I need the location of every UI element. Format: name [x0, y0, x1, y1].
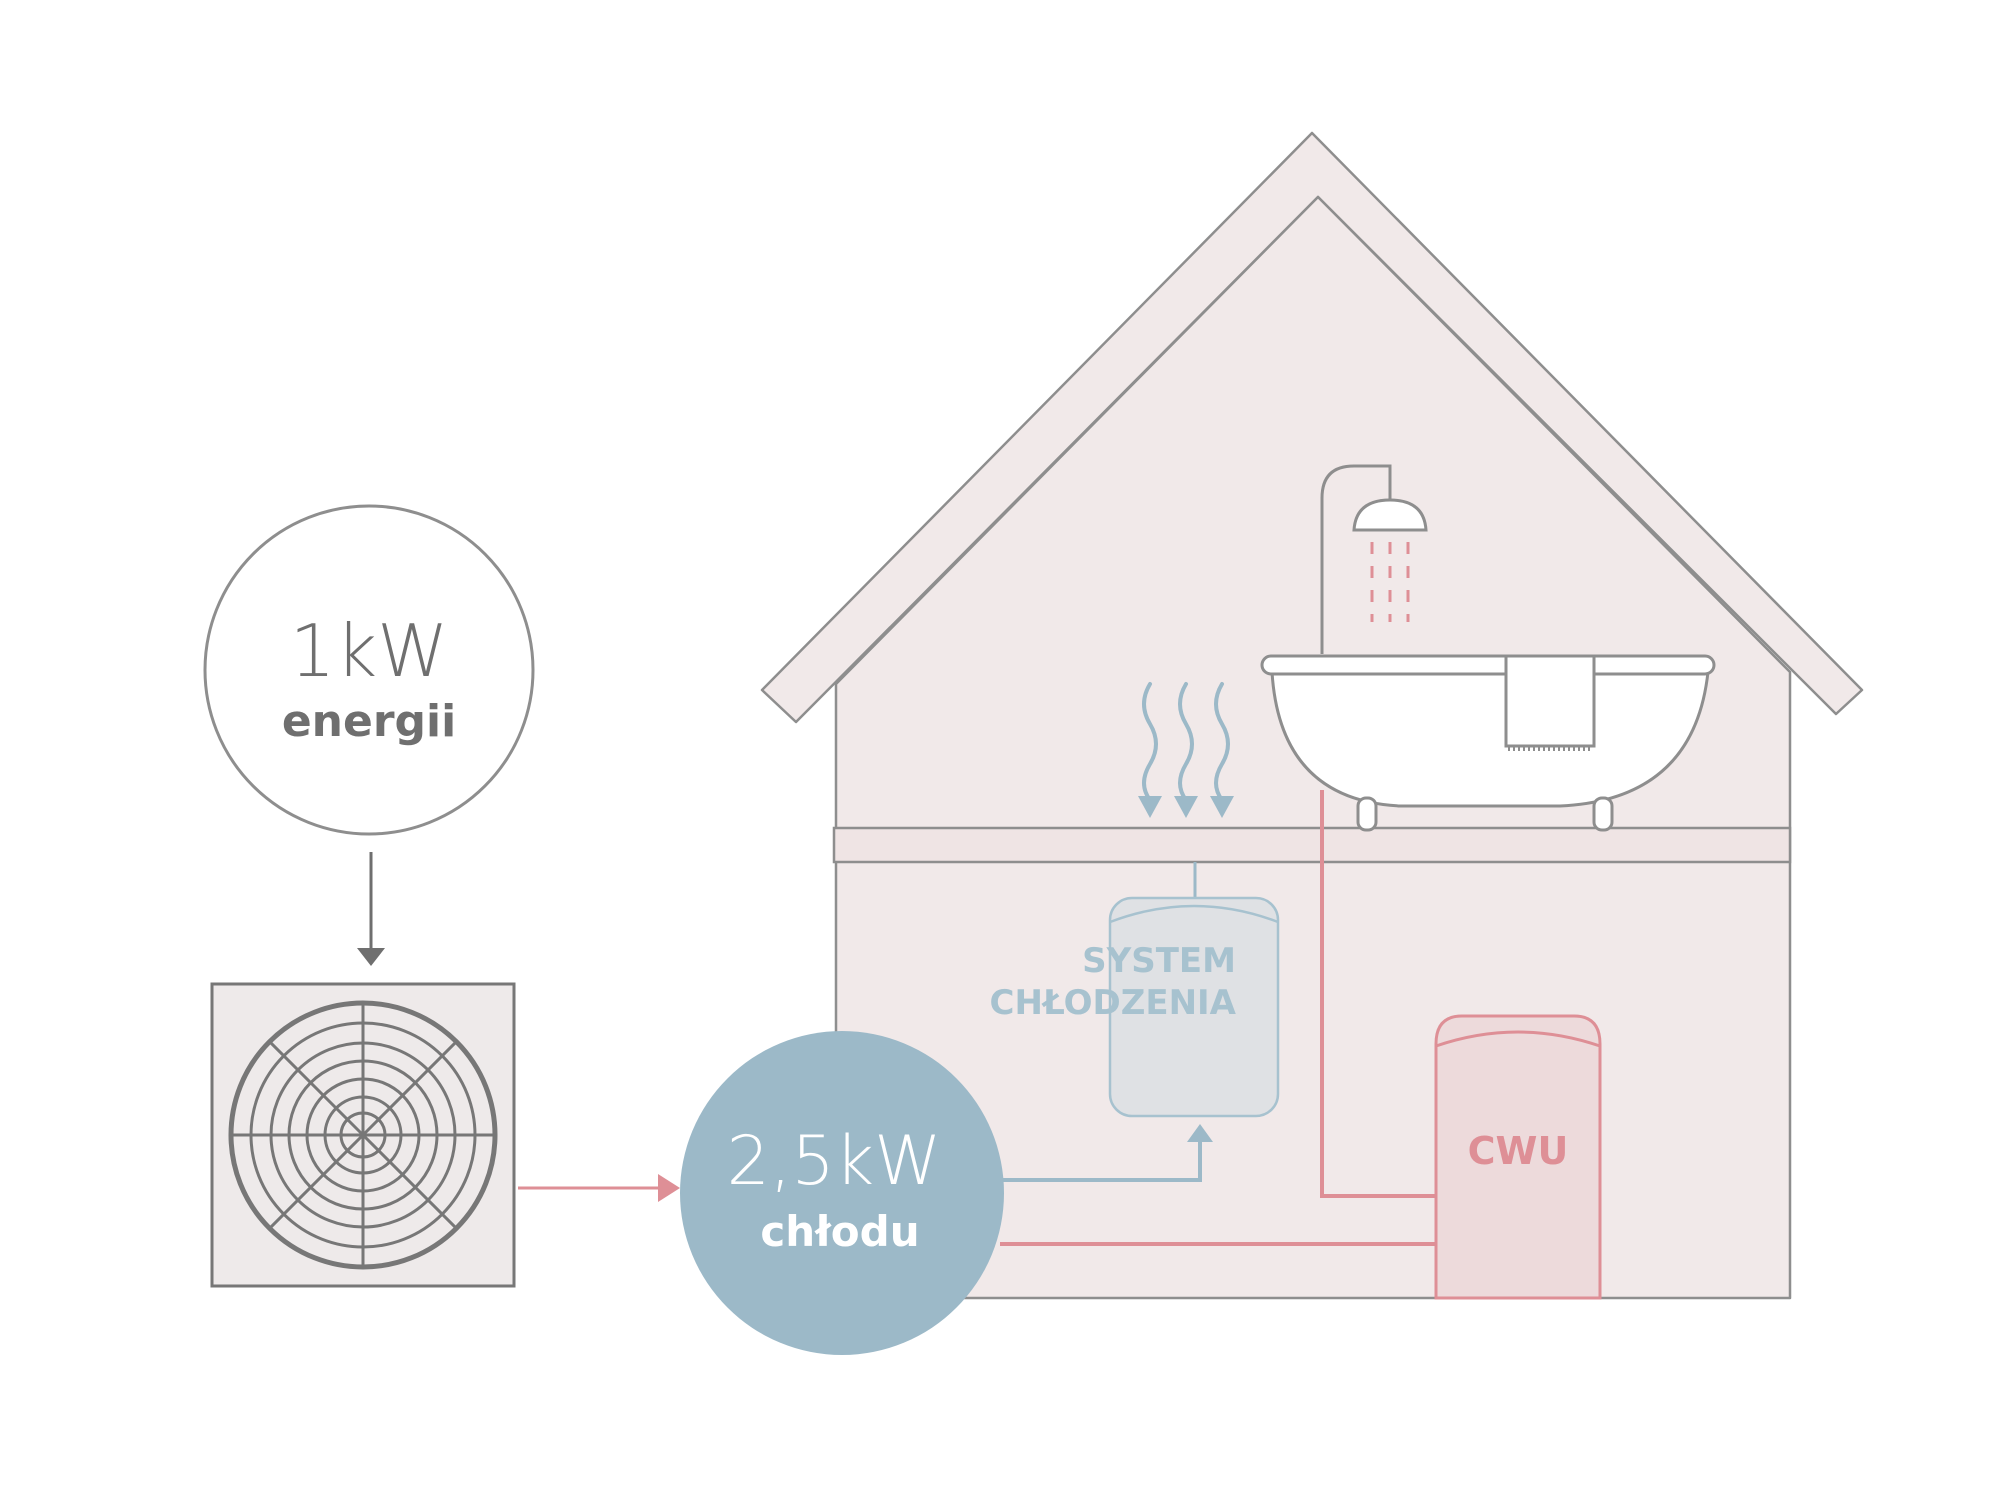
cooling-pipe [1000, 1140, 1202, 1182]
fan-grille-icon [228, 1000, 498, 1270]
cooling-value: 2,5kW [727, 1122, 942, 1201]
fan-spoke [361, 1040, 458, 1137]
cold-air-arrowheads [1138, 796, 1234, 818]
cooling-system-label-line1: SYSTEM [1082, 941, 1236, 981]
cold-air-arrows [1142, 682, 1230, 802]
fan-spoke [361, 1133, 458, 1230]
cooling-label: chłodu [760, 1207, 919, 1256]
house-roof [760, 131, 1864, 724]
shower-icon [1320, 464, 1428, 654]
energy-label: energii [282, 696, 456, 747]
energy-arrowhead [357, 948, 385, 966]
cooling-circle: 2,5kW chłodu [680, 1031, 1004, 1355]
cwu-label: CWU [1468, 1129, 1569, 1173]
cooling-system-label-line2: CHŁODZENIA [990, 983, 1237, 1023]
fan-spoke [268, 1133, 365, 1230]
floor-slab [832, 826, 1792, 864]
fan-spoke [268, 1040, 365, 1137]
cooling-output-arrowhead [658, 1174, 680, 1202]
hot-water-pipe-bath [1320, 790, 1436, 1198]
cooling-system-tank: SYSTEM CHŁODZENIA [990, 862, 1280, 1118]
cooling-pipe-arrowhead [1187, 1124, 1213, 1142]
energy-value: 1kW [290, 609, 449, 693]
cwu-tank: CWU [1434, 1014, 1602, 1300]
energy-circle: 1kW energii [203, 504, 535, 836]
bathtub-icon [1260, 654, 1716, 832]
